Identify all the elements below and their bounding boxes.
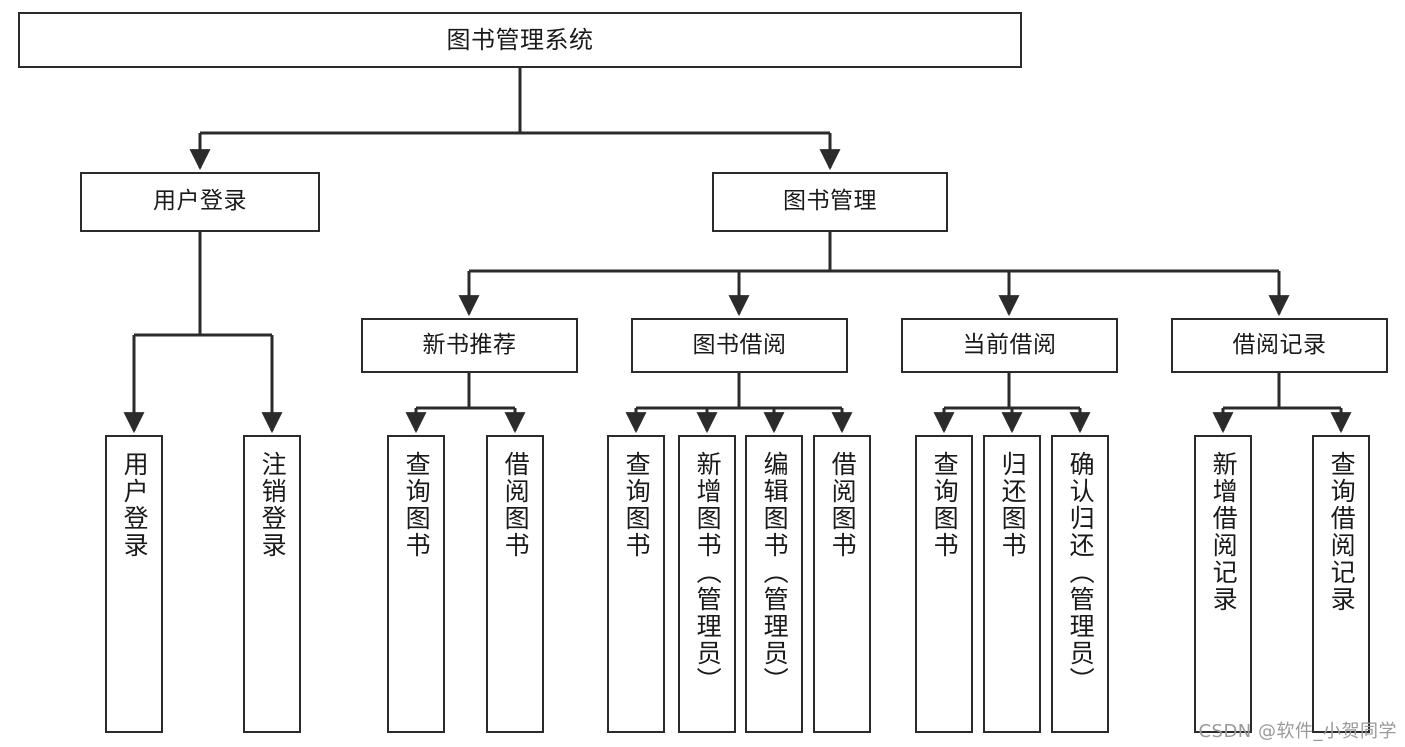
node-root[interactable]: 图书管理系统 [18,12,1022,68]
node-leaf-query-book-current-label: 查询图书 [930,451,960,559]
node-leaf-query-book-borrow-label: 查询图书 [622,451,652,559]
node-book-borrow[interactable]: 图书借阅 [631,318,848,373]
node-leaf-add-borrow-record-label: 新增借阅记录 [1209,451,1239,613]
node-borrow-record-label: 借阅记录 [1232,331,1327,358]
node-leaf-query-borrow-record-label: 查询借阅记录 [1327,451,1357,613]
node-leaf-query-book-rec[interactable]: 查询图书 [387,435,445,733]
node-book-manage-label: 图书管理 [783,188,877,215]
node-leaf-return-book-label: 归还图书 [998,451,1028,559]
node-leaf-logout-label: 注销登录 [258,451,288,559]
node-leaf-add-book-admin-label: 新增图书（管理员） [693,451,723,694]
node-leaf-edit-book-admin[interactable]: 编辑图书（管理员） [745,435,803,733]
node-leaf-return-book[interactable]: 归还图书 [983,435,1041,733]
node-user-login[interactable]: 用户登录 [80,172,320,232]
node-leaf-add-borrow-record[interactable]: 新增借阅记录 [1194,435,1252,733]
node-leaf-query-book-rec-label: 查询图书 [402,451,432,559]
node-book-borrow-label: 图书借阅 [692,331,787,358]
node-leaf-confirm-return-admin-label: 确认归还（管理员） [1066,451,1096,694]
node-borrow-record[interactable]: 借阅记录 [1171,318,1388,373]
node-leaf-user-login[interactable]: 用户登录 [105,435,163,733]
node-current-borrow-label: 当前借阅 [962,331,1057,358]
node-new-book-recommend[interactable]: 新书推荐 [361,318,578,373]
node-leaf-query-borrow-record[interactable]: 查询借阅记录 [1312,435,1370,733]
node-new-book-recommend-label: 新书推荐 [422,331,517,358]
node-user-login-label: 用户登录 [153,188,247,215]
node-root-label: 图书管理系统 [446,25,594,54]
node-book-manage[interactable]: 图书管理 [712,172,948,232]
node-leaf-borrow-book-rec[interactable]: 借阅图书 [486,435,544,733]
node-leaf-query-book-borrow[interactable]: 查询图书 [607,435,665,733]
node-current-borrow[interactable]: 当前借阅 [901,318,1118,373]
node-leaf-edit-book-admin-label: 编辑图书（管理员） [760,451,790,694]
node-leaf-confirm-return-admin[interactable]: 确认归还（管理员） [1051,435,1109,733]
node-leaf-add-book-admin[interactable]: 新增图书（管理员） [678,435,736,733]
node-leaf-borrow-book[interactable]: 借阅图书 [813,435,871,733]
node-leaf-borrow-book-label: 借阅图书 [828,451,858,559]
node-leaf-borrow-book-rec-label: 借阅图书 [501,451,531,559]
node-leaf-logout[interactable]: 注销登录 [243,435,301,733]
node-leaf-user-login-label: 用户登录 [120,451,150,559]
node-leaf-query-book-current[interactable]: 查询图书 [915,435,973,733]
